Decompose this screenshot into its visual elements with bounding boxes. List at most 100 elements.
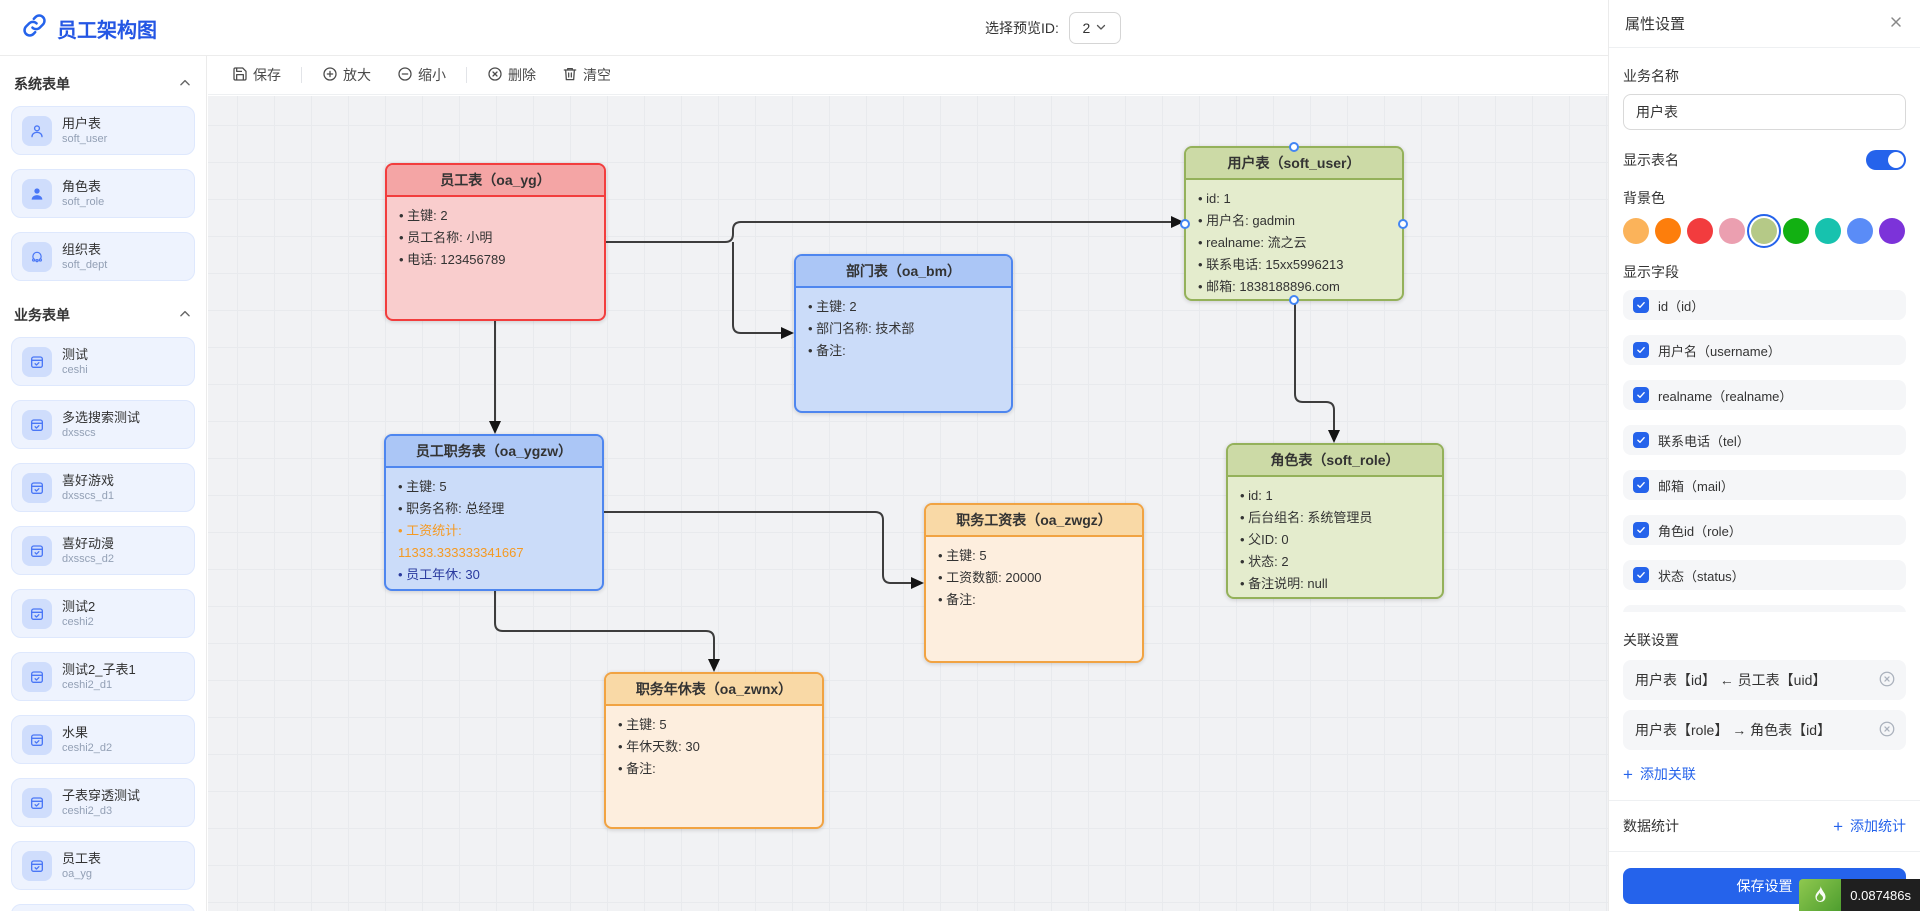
toolbar-zoom-out-button[interactable]: 缩小 bbox=[397, 65, 446, 85]
color-swatch-8[interactable] bbox=[1879, 218, 1905, 244]
entity-node-title: 职务年休表（oa_zwnx） bbox=[606, 674, 822, 706]
toolbar-zoom-in-button[interactable]: 放大 bbox=[322, 65, 371, 85]
entity-node-oa_bm[interactable]: 部门表（oa_bm）• 主键: 2• 部门名称: 技术部• 备注: bbox=[794, 254, 1013, 413]
color-swatch-6[interactable] bbox=[1815, 218, 1841, 244]
chevron-up-icon bbox=[178, 307, 192, 324]
connection-handle[interactable] bbox=[1398, 218, 1408, 229]
entity-node-title: 角色表（soft_role） bbox=[1228, 445, 1442, 477]
entity-field: • 主键: 2 bbox=[399, 208, 448, 223]
entity-node-oa_yg[interactable]: 员工表（oa_yg）• 主键: 2• 员工名称: 小明• 电话: 1234567… bbox=[385, 163, 606, 321]
entity-node-soft_role[interactable]: 角色表（soft_role）• id: 1• 后台组名: 系统管理员• 父ID:… bbox=[1226, 443, 1444, 599]
entity-node-oa_ygzw[interactable]: 员工职务表（oa_ygzw）• 主键: 5• 职务名称: 总经理• 工资统计: … bbox=[384, 434, 604, 591]
entity-node-title: 部门表（oa_bm） bbox=[796, 256, 1011, 288]
system-forms-header[interactable]: 系统表单 bbox=[11, 70, 195, 106]
brand: 员工架构图 bbox=[22, 0, 157, 56]
statistics-row: 数据统计 + 添加统计 bbox=[1623, 801, 1906, 836]
org-icon bbox=[22, 241, 52, 272]
entity-node-soft_user[interactable]: 用户表（soft_user）• id: 1• 用户名: gadmin• real… bbox=[1180, 142, 1408, 305]
toolbar-delete-button[interactable]: 删除 bbox=[487, 65, 536, 85]
form-icon bbox=[22, 850, 52, 881]
add-statistic-link[interactable]: + 添加统计 bbox=[1833, 816, 1906, 836]
checkbox-checked-icon[interactable] bbox=[1633, 432, 1649, 448]
entity-field: • 父ID: 0 bbox=[1240, 532, 1289, 547]
checkbox-checked-icon[interactable] bbox=[1633, 522, 1649, 538]
color-swatch-4[interactable] bbox=[1747, 214, 1781, 248]
system-forms-label: 系统表单 bbox=[14, 76, 70, 92]
color-swatch-0[interactable] bbox=[1623, 218, 1649, 244]
plus-icon: + bbox=[1623, 764, 1633, 784]
color-swatch-1[interactable] bbox=[1655, 218, 1681, 244]
entity-field: • 主键: 5 bbox=[618, 717, 667, 732]
entity-field: • id: 1 bbox=[1198, 191, 1231, 206]
relation-item: 用户表【role】 → 角色表【id】 bbox=[1623, 710, 1906, 750]
field-checkbox-row[interactable]: 角色id（role） bbox=[1623, 515, 1906, 545]
entity-node-oa_zwnx[interactable]: 职务年休表（oa_zwnx）• 主键: 5• 年休天数: 30• 备注: bbox=[604, 672, 824, 829]
field-checkbox-row[interactable]: realname（realname） bbox=[1623, 380, 1906, 410]
form-code: ceshi2 bbox=[62, 615, 94, 628]
entity-field: • id: 1 bbox=[1240, 488, 1273, 503]
list-item-partial[interactable] bbox=[11, 904, 195, 911]
business-name-input[interactable] bbox=[1623, 94, 1906, 130]
toolbar-save-button[interactable]: 保存 bbox=[232, 65, 281, 85]
entity-field: • 工资数额: 20000 bbox=[938, 570, 1042, 585]
entity-node-oa_zwgz[interactable]: 职务工资表（oa_zwgz）• 主键: 5• 工资数额: 20000• 备注: bbox=[924, 503, 1144, 663]
checkbox-checked-icon[interactable] bbox=[1633, 567, 1649, 583]
connection-handle[interactable] bbox=[1180, 218, 1190, 229]
field-checkbox-row[interactable]: 状态（status） bbox=[1623, 560, 1906, 590]
checkbox-checked-icon[interactable] bbox=[1633, 342, 1649, 358]
field-checkbox-row[interactable]: 联系电话（tel） bbox=[1623, 425, 1906, 455]
field-checkbox-row[interactable]: 用户名（username） bbox=[1623, 335, 1906, 365]
zoom-out-icon bbox=[397, 66, 413, 85]
form-code: ceshi2_d3 bbox=[62, 804, 113, 817]
form-code: ceshi2_d2 bbox=[62, 741, 113, 754]
edge-oa_yg-to-soft_user[interactable] bbox=[606, 221, 1173, 243]
divider bbox=[1609, 800, 1920, 801]
entity-field: • realname: 流之云 bbox=[1198, 235, 1307, 250]
edge-oa_yg-to-oa_bm[interactable] bbox=[732, 242, 783, 334]
preview-id-select[interactable]: 2 bbox=[1068, 12, 1121, 44]
checkbox-checked-icon[interactable] bbox=[1633, 297, 1649, 313]
diagram-canvas[interactable]: 员工表（oa_yg）• 主键: 2• 员工名称: 小明• 电话: 1234567… bbox=[208, 96, 1608, 911]
toolbar-clear-button[interactable]: 清空 bbox=[562, 65, 611, 85]
bg-color-swatches bbox=[1623, 214, 1906, 248]
entity-node-fields: • 主键: 2• 员工名称: 小明• 电话: 123456789 bbox=[387, 197, 604, 321]
connection-handle[interactable] bbox=[1289, 295, 1299, 305]
edge-oa_ygzw-to-oa_zwgz[interactable] bbox=[604, 511, 913, 584]
checkbox-checked-icon[interactable] bbox=[1633, 387, 1649, 403]
edge-soft_user-to-soft_role[interactable] bbox=[1294, 301, 1335, 432]
show-table-toggle[interactable] bbox=[1866, 150, 1906, 170]
color-swatch-7[interactable] bbox=[1847, 218, 1873, 244]
add-relation-link[interactable]: + 添加关联 bbox=[1623, 764, 1696, 784]
entity-field: • 备注: bbox=[808, 343, 846, 358]
checkbox-checked-icon[interactable] bbox=[1633, 477, 1649, 493]
business-forms-header[interactable]: 业务表单 bbox=[11, 301, 195, 337]
entity-node-title: 用户表（soft_user） bbox=[1186, 148, 1402, 180]
color-swatch-2[interactable] bbox=[1687, 218, 1713, 244]
close-icon[interactable] bbox=[1888, 14, 1904, 34]
preview-id-group: 选择预览ID: 2 bbox=[985, 0, 1121, 56]
color-swatch-3[interactable] bbox=[1719, 218, 1745, 244]
field-checkbox-row[interactable]: 邮箱（mail） bbox=[1623, 470, 1906, 500]
relations-label: 关联设置 bbox=[1623, 632, 1679, 648]
edge-oa_ygzw-to-oa_zwnx[interactable] bbox=[494, 591, 715, 661]
form-icon bbox=[22, 472, 52, 503]
color-swatch-5[interactable] bbox=[1783, 218, 1809, 244]
field-checkbox-row[interactable]: id（id） bbox=[1623, 290, 1906, 320]
connection-handle[interactable] bbox=[1289, 142, 1299, 152]
remove-relation-icon[interactable] bbox=[1878, 670, 1896, 691]
remove-relation-icon[interactable] bbox=[1878, 720, 1896, 741]
